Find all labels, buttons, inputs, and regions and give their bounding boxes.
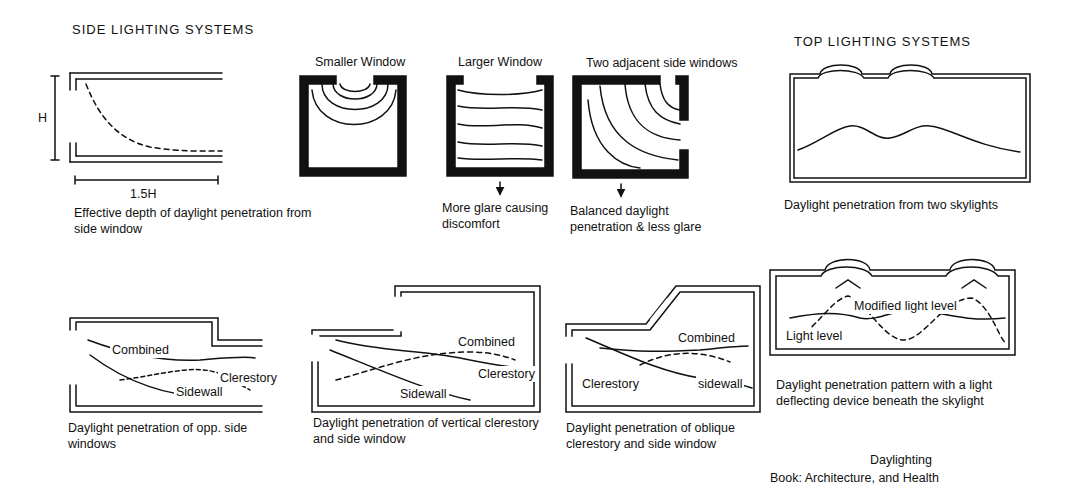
figure-title: Two adjacent side windows	[584, 55, 739, 71]
small-window-plan	[300, 76, 406, 176]
figure-note: More glare causing discomfort	[440, 200, 566, 232]
curve-label: Modified light level	[852, 298, 959, 314]
figure-caption: Daylight penetration from two skylights	[782, 197, 1046, 213]
adjacent-windows-plan	[573, 76, 688, 196]
vertical-clerestory-section	[312, 286, 540, 412]
dimension-label: H	[36, 110, 49, 126]
two-skylights-section	[790, 65, 1030, 182]
opposite-windows-section	[70, 318, 262, 412]
book-reference: Book: Architecture, and Health	[768, 470, 941, 486]
curve-label: sidewall	[696, 376, 744, 392]
curve-label: Clerestory	[580, 376, 641, 392]
figure-title: Smaller Window	[313, 54, 407, 70]
curve-label: Sidewall	[174, 384, 225, 400]
book-note: Daylighting	[868, 452, 934, 468]
deflector-skylights-section	[770, 260, 1015, 356]
oblique-clerestory-section	[566, 286, 760, 412]
curve-label: Sidewall	[398, 386, 449, 402]
curve-label: Combined	[676, 330, 737, 346]
section-heading: TOP LIGHTING SYSTEMS	[792, 34, 973, 50]
side-window-section	[51, 73, 222, 184]
curve-label: Light level	[784, 328, 844, 344]
curve-label: Combined	[456, 334, 517, 350]
figure-caption: Daylight penetration of opp. side window…	[66, 420, 280, 452]
figure-caption: Daylight penetration of oblique cleresto…	[564, 420, 758, 452]
figure-caption: Daylight penetration pattern with a ligh…	[774, 377, 1018, 409]
figure-caption: Daylight penetration of vertical clerest…	[311, 415, 565, 447]
figure-caption: Effective depth of daylight penetration …	[72, 205, 336, 237]
dimension-label: 1.5H	[128, 186, 158, 202]
curve-label: Clerestory	[476, 366, 537, 382]
section-heading: SIDE LIGHTING SYSTEMS	[70, 22, 256, 38]
figure-note: Balanced daylight penetration & less gla…	[568, 203, 722, 235]
large-window-plan	[447, 76, 553, 194]
curve-label: Combined	[110, 342, 171, 358]
curve-label: Clerestory	[218, 370, 279, 386]
figure-title: Larger Window	[456, 54, 544, 70]
